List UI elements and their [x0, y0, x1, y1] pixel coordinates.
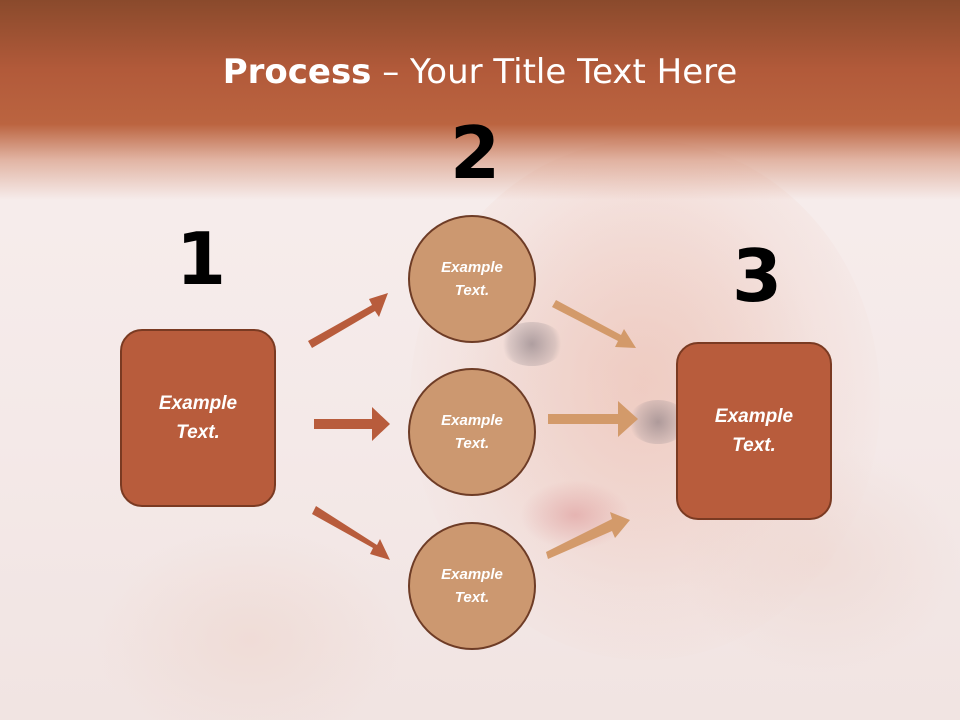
step-2-circle-middle: Example Text.	[408, 368, 536, 496]
step-2-circle-bottom-text: Example Text.	[441, 566, 503, 606]
step-2-circle-top: Example Text.	[408, 215, 536, 343]
step-2-circle-bottom: Example Text.	[408, 522, 536, 650]
step-2-circle-top-text: Example Text.	[441, 259, 503, 299]
slide-title: Process – Your Title Text Here	[0, 52, 960, 92]
arrow-step1-to-bottom	[312, 506, 390, 560]
step-3-text: Example Text.	[714, 406, 794, 456]
arrow-step1-to-top	[308, 293, 388, 348]
step-number-3: 3	[732, 234, 783, 318]
arrow-middle-to-step3	[548, 401, 638, 437]
title-bold: Process	[222, 52, 372, 92]
step-number-1: 1	[176, 217, 227, 301]
title-rest: – Your Title Text Here	[371, 52, 738, 92]
step-1-text: Example Text.	[158, 393, 238, 443]
step-3-box: Example Text.	[676, 342, 832, 520]
header-band	[0, 0, 960, 200]
step-1-box: Example Text.	[120, 329, 276, 507]
arrow-bottom-to-step3	[546, 512, 630, 559]
arrow-top-to-step3	[552, 300, 636, 348]
step-2-circle-middle-text: Example Text.	[441, 412, 503, 452]
step-number-2: 2	[450, 111, 501, 195]
arrow-step1-to-middle	[314, 407, 390, 441]
